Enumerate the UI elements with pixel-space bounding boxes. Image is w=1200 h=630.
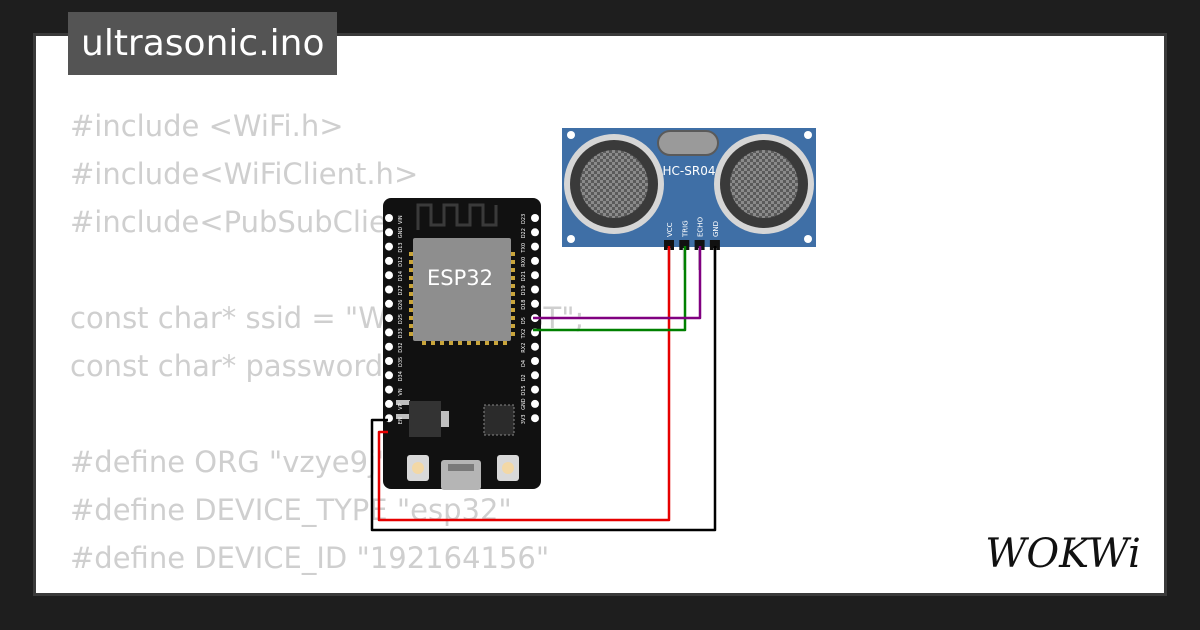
right-transducer — [714, 134, 814, 234]
header-pin[interactable] — [385, 242, 393, 251]
header-pin[interactable] — [385, 399, 393, 408]
sensor-label: HC-SR04 — [663, 164, 716, 178]
wire-trig-d5[interactable] — [533, 246, 687, 332]
code-line: #define TOKEN "14472826" — [70, 582, 584, 593]
header-pin[interactable] — [531, 414, 539, 423]
pin-label: RX0 — [521, 257, 527, 267]
header-pin[interactable] — [385, 357, 393, 365]
pin-label: D2 — [521, 374, 527, 381]
header-pin[interactable] — [531, 385, 539, 394]
header-pin[interactable] — [531, 256, 539, 265]
pin-label: D21 — [521, 271, 527, 281]
pin-label: D33 — [398, 328, 404, 338]
sensor-pin-label: GND — [712, 221, 720, 237]
header-pin[interactable] — [385, 256, 393, 265]
pin-label: D14 — [398, 271, 404, 281]
pin-label: TX2 — [521, 329, 527, 340]
wire-vcc-vin[interactable] — [377, 246, 671, 522]
pin-label: D25 — [398, 314, 404, 324]
board-label: ESP32 — [427, 266, 493, 290]
pin-label: D13 — [398, 242, 404, 252]
hc-sr04-sensor[interactable]: HC-SR04 VCC TRIG ECHO GND — [562, 128, 816, 270]
header-pin[interactable] — [385, 385, 393, 394]
pin-label: D34 — [398, 371, 404, 381]
header-pin[interactable] — [385, 342, 393, 351]
code-preview: #include <WiFi.h> #include<WiFiClient.h> #… — [70, 102, 584, 593]
preview-card: #include <WiFi.h> #include<WiFiClient.h> #… — [33, 33, 1167, 596]
en-button[interactable] — [407, 455, 429, 481]
pin-label: VP — [398, 403, 404, 409]
wokwi-logo: WOKWi — [985, 531, 1141, 577]
header-pin[interactable] — [385, 299, 393, 308]
header-pin[interactable] — [531, 228, 539, 237]
pin-label: D18 — [521, 300, 527, 310]
sensor-pin-label: ECHO — [697, 216, 705, 237]
header-pin[interactable] — [385, 328, 393, 337]
pin-label: GND — [521, 398, 527, 410]
esp32-module — [413, 238, 511, 341]
pin-label: 3V3 — [521, 414, 527, 424]
pin-label: RX2 — [521, 343, 527, 353]
wire-echo-d18[interactable] — [533, 246, 702, 320]
pin-label: D19 — [521, 285, 527, 295]
code-line: #include<WiFiClient.h> — [70, 157, 419, 191]
boot-button[interactable] — [497, 455, 519, 481]
code-line: #define DEVICE_ID "192164156" — [70, 541, 550, 575]
header-pin[interactable] — [531, 342, 539, 351]
header-pin[interactable] — [531, 214, 539, 222]
pin-label: D23 — [521, 214, 527, 224]
pin-label: D22 — [521, 228, 527, 238]
esp32-board[interactable]: ESP32 ENVPVND34D35D32D33D25D26D27D14D12D… — [383, 198, 541, 490]
file-title: ultrasonic.ino — [68, 12, 338, 75]
header-pin[interactable] — [385, 371, 393, 380]
wire-gnd-gnd[interactable] — [370, 246, 717, 532]
code-line: #define DEVICE_TYPE "esp32" — [70, 493, 512, 527]
header-pin[interactable] — [531, 271, 539, 280]
pin-label: D15 — [521, 385, 527, 395]
header-pin[interactable] — [385, 314, 393, 323]
left-transducer — [564, 134, 664, 234]
pin-label: EN — [398, 417, 404, 424]
pin-label: D12 — [398, 257, 404, 267]
pin-label: D27 — [398, 285, 404, 295]
header-pin[interactable] — [385, 228, 393, 237]
svg-text:WOKWi: WOKWi — [985, 531, 1141, 577]
sensor-pin-label: TRIG — [681, 220, 689, 238]
pin-label: VN — [398, 388, 404, 395]
crystal — [657, 130, 719, 156]
header-pin[interactable] — [531, 285, 539, 294]
pin-label: D32 — [398, 342, 404, 352]
code-line: #define ORG "vzye9j" — [70, 445, 390, 479]
header-pin[interactable] — [385, 271, 393, 280]
voltage-regulator — [409, 401, 441, 437]
header-pin[interactable] — [385, 214, 393, 222]
pin-label: D35 — [398, 357, 404, 367]
header-pin[interactable] — [531, 299, 539, 308]
pin-label: TX0 — [521, 243, 527, 254]
pin-label: GND — [398, 227, 404, 239]
header-pin[interactable] — [531, 242, 539, 251]
usb-chip — [483, 404, 515, 436]
header-pin[interactable] — [385, 285, 393, 294]
pin-label: VIN — [398, 215, 404, 224]
pin-label: D26 — [398, 300, 404, 310]
pin-label: D5 — [521, 317, 527, 324]
header-pin[interactable] — [531, 357, 539, 365]
pin-label: D4 — [521, 360, 527, 367]
code-line: #include <WiFi.h> — [70, 109, 344, 143]
sensor-pin-label: VCC — [666, 222, 674, 237]
header-pin[interactable] — [531, 371, 539, 380]
header-pin[interactable] — [531, 399, 539, 408]
